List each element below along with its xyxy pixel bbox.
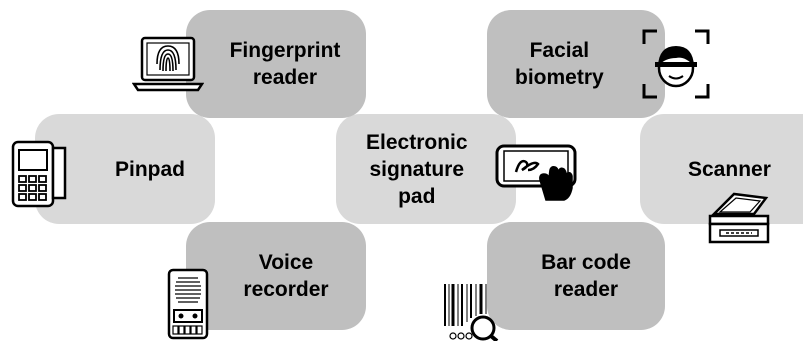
scanner-label: Scanner: [688, 157, 771, 181]
fingerprint-box: Fingerprint reader: [186, 10, 366, 118]
touch-phone-icon: [494, 140, 586, 202]
voice-recorder-icon: [166, 268, 210, 341]
laptop-fingerprint-icon: [132, 34, 204, 94]
voice-box: Voice recorder: [186, 222, 366, 330]
fingerprint-label: Fingerprint reader: [229, 39, 341, 89]
signature-box: Electronic signature pad: [336, 114, 516, 224]
facial-label: Facial biometry: [515, 39, 604, 89]
pinpad-label: Pinpad: [114, 157, 185, 181]
barcode-magnifier-icon: [441, 282, 521, 341]
card-terminal-icon: [11, 138, 69, 210]
barcode-label: Bar code reader: [541, 251, 631, 301]
flatbed-scanner-icon: [706, 190, 772, 250]
signature-label: Electronic signature pad: [366, 130, 468, 208]
face-scan-icon: [641, 28, 711, 100]
facial-box: Facial biometry: [487, 10, 665, 118]
barcode-box: Bar code reader: [487, 222, 665, 330]
voice-label: Voice recorder: [243, 251, 329, 301]
